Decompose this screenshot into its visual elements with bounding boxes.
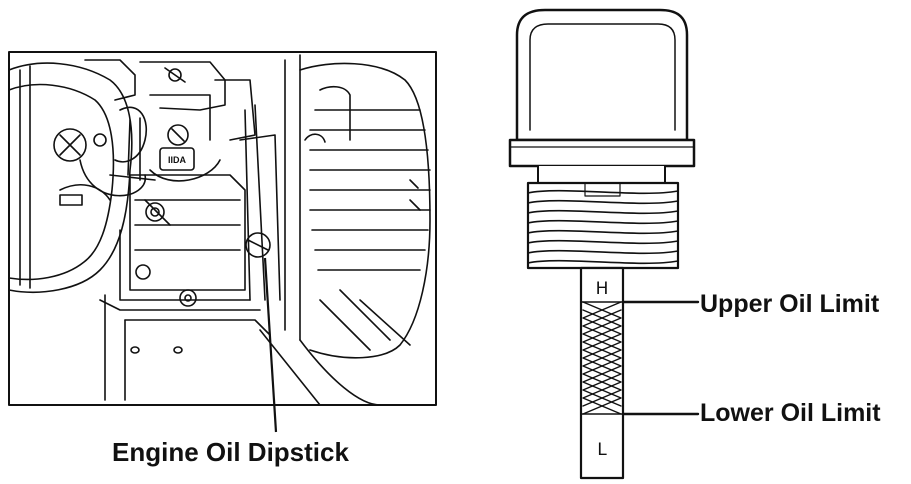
iida-badge bbox=[159, 147, 195, 171]
dipstick-high-mark: H bbox=[596, 279, 609, 299]
engine-frame bbox=[8, 51, 437, 406]
upper-oil-limit-label: Upper Oil Limit bbox=[700, 290, 880, 318]
dipstick-handle-on-engine bbox=[245, 232, 271, 258]
dipstick-low-mark: L bbox=[597, 440, 607, 460]
lower-oil-limit-label: Lower Oil Limit bbox=[700, 399, 881, 427]
dipstick-detail bbox=[508, 8, 700, 480]
dipstick-collar bbox=[508, 138, 696, 168]
dipstick-threads bbox=[526, 181, 680, 270]
dipstick-leader-line bbox=[263, 257, 278, 433]
engine-illustration bbox=[8, 51, 437, 406]
dipstick-crosshatch bbox=[582, 301, 622, 415]
iida-badge-text: IIDA bbox=[168, 155, 187, 165]
dipstick-cap bbox=[515, 8, 689, 142]
engine-oil-dipstick-label: Engine Oil Dipstick bbox=[112, 437, 349, 467]
dipstick-rod bbox=[579, 266, 625, 480]
